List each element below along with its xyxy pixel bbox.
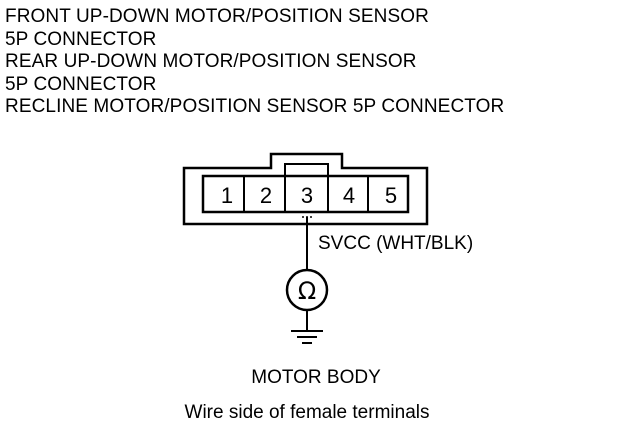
ohm-symbol: Ω [298,277,316,305]
pin-number-3: 3 [301,183,313,208]
title-line-2: 5P CONNECTOR [5,28,157,50]
connector-key-notch [284,163,329,176]
ground-icon [291,330,323,344]
title-line-5: RECLINE MOTOR/POSITION SENSOR 5P CONNECT… [5,96,505,117]
title-line-3: REAR UP-DOWN MOTOR/POSITION SENSOR [5,51,417,72]
diagram-title: FRONT UP-DOWN MOTOR/POSITION SENSOR 5P C… [5,6,637,119]
pin-number-5: 5 [385,183,397,208]
pin-number-2: 2 [260,183,272,208]
ground-label: MOTOR BODY [251,367,381,388]
title-line-4: 5P CONNECTOR [5,73,157,95]
title-line-1: FRONT UP-DOWN MOTOR/POSITION SENSOR [5,6,429,27]
terminal-frame [201,174,410,214]
wire-label: SVCC (WHT/BLK) [318,233,473,254]
pin-number-4: 4 [343,183,355,208]
pin-number-1: 1 [221,183,233,208]
view-note: Wire side of female terminals [185,402,430,423]
connector-housing [182,152,429,226]
